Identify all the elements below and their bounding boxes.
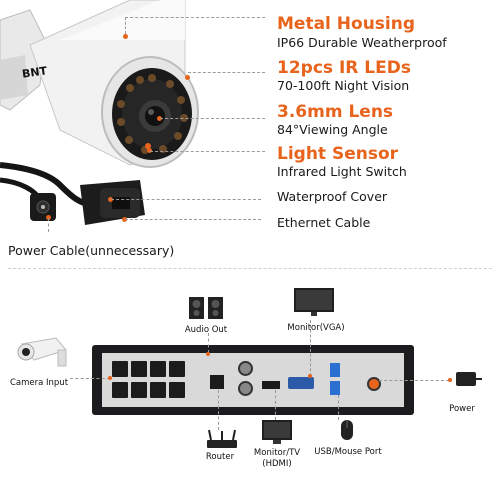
camera-connection-dot (108, 376, 112, 380)
section-divider (8, 268, 492, 269)
leader-line (125, 17, 265, 18)
feature-title-lens: 3.6mm Lens (277, 102, 394, 122)
monitor-tv-icon (262, 420, 292, 444)
feature-subtitle-lens: 84°Viewing Angle (277, 122, 388, 137)
nvr-rear-panel (92, 345, 414, 415)
feature-title-light-sensor: Light Sensor (277, 144, 399, 164)
audio-out-label: Audio Out (184, 325, 228, 335)
usb-port-1 (330, 363, 340, 377)
leader-line (188, 72, 265, 73)
speakers-icon (189, 297, 223, 319)
connection-line (275, 390, 276, 420)
connection-line (208, 333, 209, 353)
connection-line (338, 395, 339, 420)
leader-line (111, 199, 261, 200)
feature-title-housing: Metal Housing (277, 14, 416, 34)
vga-connection-dot (308, 374, 312, 378)
feature-subtitle-light-sensor: Infrared Light Switch (277, 164, 407, 179)
dc-power-jack (367, 377, 381, 391)
leader-line (160, 118, 265, 119)
ethernet-cable-marker (122, 217, 127, 222)
hdmi-port (262, 381, 280, 389)
audio-out-port (238, 361, 253, 376)
leader-line (125, 17, 126, 34)
mouse-icon (341, 420, 353, 440)
audio-in-port (238, 381, 253, 396)
power-connection-dot (448, 378, 452, 382)
power-cable-marker (46, 215, 51, 220)
power-cable-label: Power Cable(unnecessary) (8, 243, 175, 258)
connection-line (310, 320, 311, 376)
ethernet-cable-label: Ethernet Cable (277, 215, 371, 230)
audio-connection-dot (206, 352, 210, 356)
feature-title-ir-leds: 12pcs IR LEDs (277, 58, 411, 78)
usb-port-2 (330, 381, 340, 395)
feature-subtitle-ir-leds: 70-100ft Night Vision (277, 78, 410, 93)
waterproof-cover-marker (108, 197, 113, 202)
camera-input-label: Camera Input (9, 378, 69, 388)
monitor-vga-label: Monitor(VGA) (287, 323, 345, 333)
ir-led-marker (185, 75, 190, 80)
waterproof-cover-label: Waterproof Cover (277, 189, 388, 204)
bullet-camera-illustration (0, 0, 199, 225)
light-sensor-marker (147, 148, 152, 153)
poe-port-group (110, 359, 190, 401)
router-icon (207, 429, 237, 448)
router-label: Router (205, 452, 235, 462)
leader-line (125, 219, 261, 220)
connection-line (379, 380, 449, 381)
power-adapter-icon (456, 372, 482, 386)
leader-line (150, 151, 265, 152)
feature-subtitle-housing: IP66 Durable Weatherproof (277, 35, 447, 50)
connection-line (70, 378, 110, 379)
usb-mouse-port-label: USB/Mouse Port (314, 447, 382, 457)
leader-line (48, 218, 49, 232)
lens-marker (157, 116, 162, 121)
vga-port (288, 377, 314, 389)
camera-input-icon (17, 337, 67, 367)
monitor-vga-icon (294, 288, 334, 316)
connection-line (218, 390, 219, 430)
monitor-tv-hdmi-label: (HDMI) (262, 459, 292, 469)
monitor-tv-label: Monitor/TV (253, 448, 301, 458)
lan-port (210, 375, 224, 389)
housing-marker (123, 34, 128, 39)
power-label: Power (449, 404, 475, 414)
